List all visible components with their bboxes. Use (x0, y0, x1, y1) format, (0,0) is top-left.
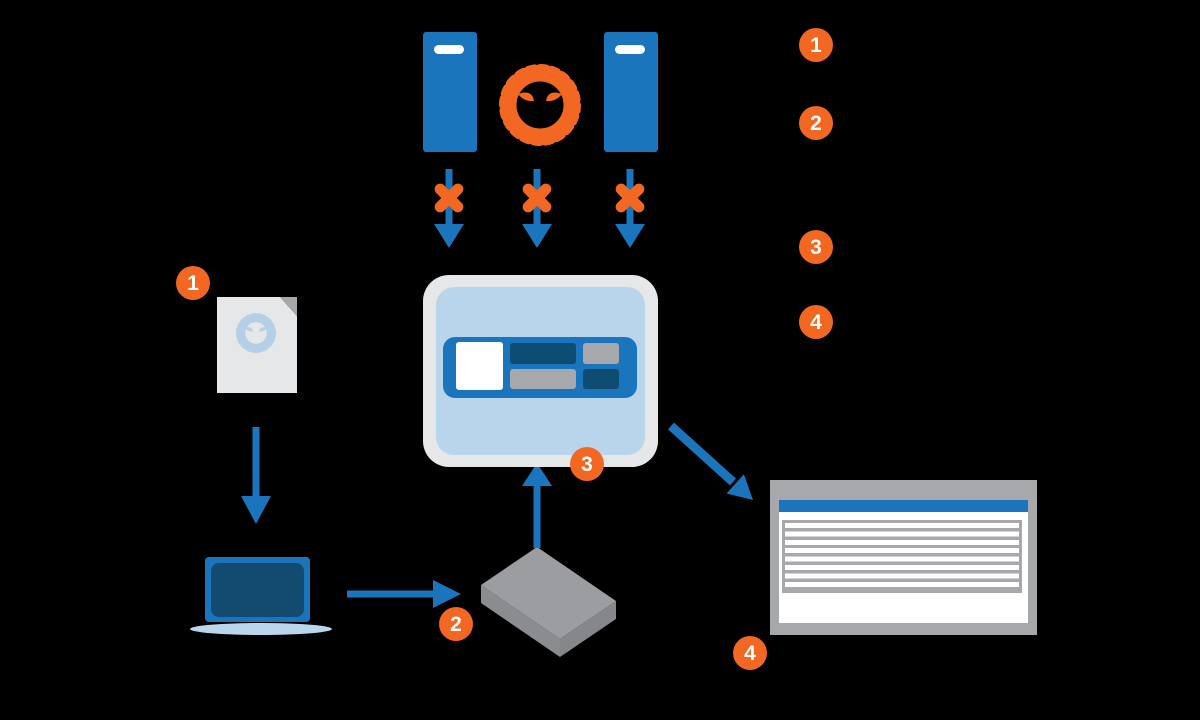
step-badge-report: 4 (733, 636, 767, 670)
security-appliance-front-bar (443, 337, 637, 398)
blocked-arrow-icon (434, 169, 464, 248)
server-icon (423, 32, 477, 152)
legend-step-badge: 4 (799, 305, 833, 339)
arrow-up-icon (522, 463, 552, 548)
storage-appliance-icon (481, 547, 616, 657)
appliance-gray-module (510, 369, 576, 389)
step-badge-appliance: 3 (570, 447, 604, 481)
server-icon (604, 32, 658, 152)
report-log-table (782, 520, 1022, 593)
blocked-arrow-icon (522, 169, 552, 248)
document-virus-glyph (236, 313, 276, 353)
legend-step-badge: 2 (799, 106, 833, 140)
appliance-white-module (456, 342, 503, 390)
step-badge-document: 1 (176, 266, 210, 300)
appliance-gray-module (583, 343, 619, 364)
appliance-navy-module (583, 369, 619, 389)
legend-step-badge: 3 (799, 230, 833, 264)
server-slot (615, 45, 645, 54)
report-window-icon (770, 480, 1037, 635)
malware-virus-icon (499, 64, 581, 146)
arrow-down-icon (241, 427, 271, 524)
malware-document-icon (217, 297, 297, 393)
laptop-icon (205, 557, 310, 622)
step-badge-relay: 2 (439, 607, 473, 641)
folded-corner (280, 297, 297, 316)
legend-step-badge: 1 (799, 28, 833, 62)
appliance-navy-module (510, 343, 576, 364)
report-window-body (779, 500, 1028, 623)
virus-right-eye (546, 92, 562, 102)
arrow-right-icon (347, 580, 461, 608)
report-window-titlebar (779, 500, 1028, 512)
server-slot (434, 45, 464, 54)
arrow-diagonal-icon (667, 422, 753, 500)
laptop-display (211, 563, 304, 617)
laptop-base (190, 623, 332, 635)
blocked-arrow-icon (615, 169, 645, 248)
virus-left-eye (518, 92, 534, 102)
